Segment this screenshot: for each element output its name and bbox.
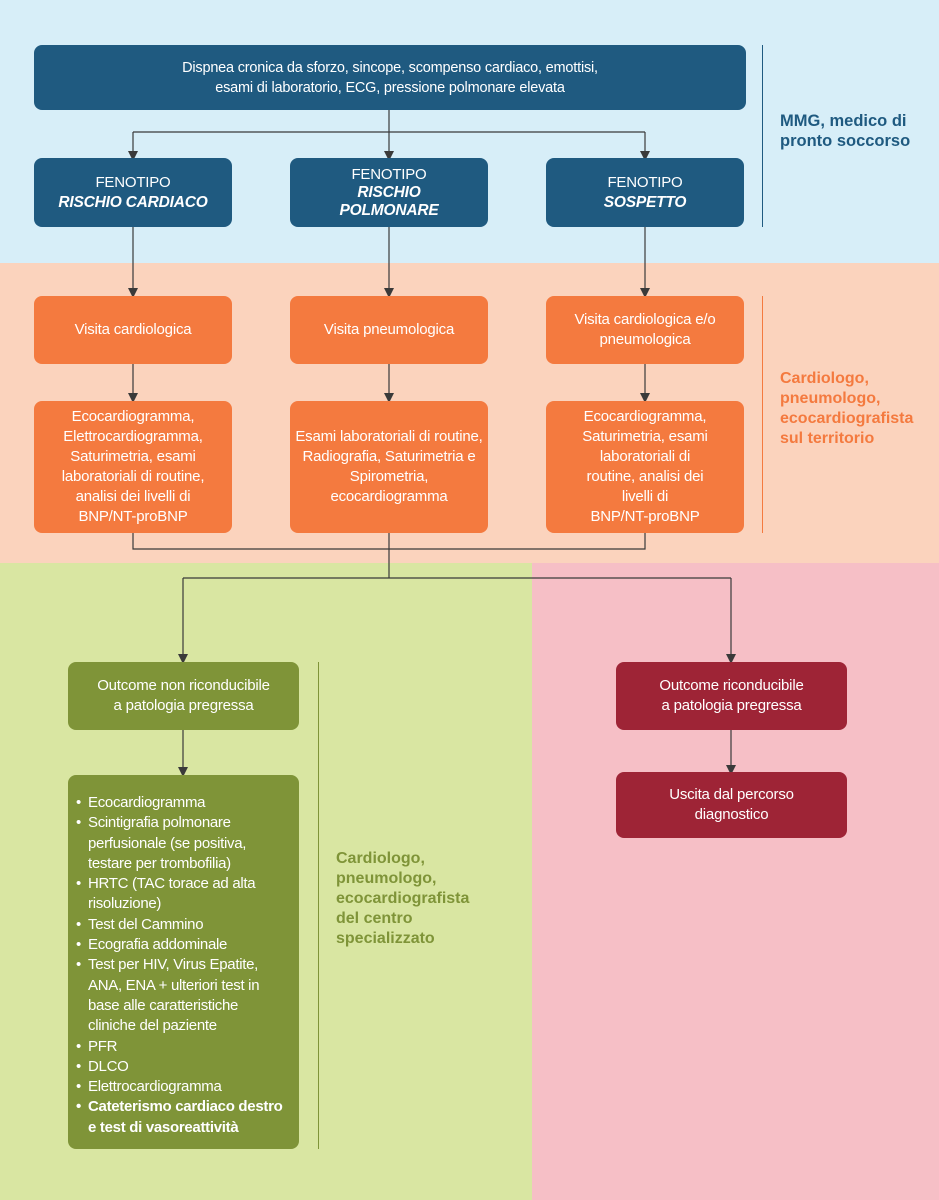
outcome-line-1: Outcome non riconducibile	[97, 677, 270, 694]
label-territory-line-3: ecocardiografista	[780, 410, 914, 427]
label-territory-line-4: sul territorio	[780, 430, 875, 447]
label-territory: Cardiologo, pneumologo, ecocardiografist…	[780, 369, 913, 449]
exam-line: routine, analisi dei	[586, 468, 704, 485]
test-item: Elettrocardiogramma	[76, 1077, 291, 1098]
label-specialized-line-3: ecocardiografista	[336, 890, 470, 907]
exit-line-2: diagnostico	[694, 806, 769, 823]
exams-cardiaco: Ecocardiogramma, Elettrocardiogramma, Sa…	[34, 401, 232, 533]
exams-sospetto: Ecocardiogramma, Saturimetria, esami lab…	[546, 401, 744, 533]
outcome-non-riconducibile: Outcome non riconducibile a patologia pr…	[68, 662, 299, 730]
visit-line: Visita pneumologica	[323, 321, 455, 338]
outcome-line-2: a patologia pregressa	[113, 697, 254, 714]
exam-line: laboratoriali di	[599, 448, 691, 465]
exit-line-1: Uscita dal percorso	[669, 786, 794, 803]
phenotype-name: RISCHIO CARDIACO	[58, 193, 208, 211]
exam-line: Ecocardiogramma,	[71, 408, 195, 425]
exam-line: BNP/NT-proBNP	[590, 508, 700, 525]
visit-line: Visita cardiologica	[74, 321, 192, 338]
phenotype-name-line-2: POLMONARE	[339, 201, 439, 219]
outcome-line-1: Outcome riconducibile	[659, 677, 804, 694]
divider-territory	[762, 296, 763, 533]
exam-line: laboratoriali di routine,	[61, 468, 205, 485]
tests-list: Ecocardiogramma Scintigrafia polmonarepe…	[76, 793, 291, 1138]
test-item: Test del Cammino	[76, 915, 291, 936]
visit-pneumologica: Visita pneumologica	[290, 296, 488, 364]
exam-line: Spirometria,	[349, 468, 429, 485]
exam-line: ecocardiogramma	[330, 488, 448, 505]
symptoms-box: Dispnea cronica da sforzo, sincope, scom…	[34, 45, 746, 110]
visit-cardiologica: Visita cardiologica	[34, 296, 232, 364]
exam-line: analisi dei livelli di	[75, 488, 191, 505]
label-specialized-line-2: pneumologo,	[336, 870, 437, 887]
outcome-riconducibile: Outcome riconducibile a patologia pregre…	[616, 662, 847, 730]
label-mmg-line-2: pronto soccorso	[780, 132, 911, 150]
exam-line: Saturimetria, esami	[582, 428, 708, 445]
exam-line: livelli di	[621, 488, 669, 505]
phenotype-rischio-cardiaco: FENOTIPO RISCHIO CARDIACO	[34, 158, 232, 227]
phenotype-rischio-polmonare: FENOTIPO RISCHIO POLMONARE	[290, 158, 488, 227]
phenotype-name-line-1: RISCHIO	[357, 183, 421, 201]
test-item: Test per HIV, Virus Epatite,ANA, ENA + u…	[76, 955, 291, 1036]
test-item: Ecocardiogramma	[76, 793, 291, 814]
outcome-line-2: a patologia pregressa	[661, 697, 802, 714]
exam-line: Esami laboratoriali di routine,	[295, 428, 483, 445]
label-mmg: MMG, medico di pronto soccorso	[780, 111, 910, 151]
divider-mmg	[762, 45, 763, 227]
visit-cardio-pneumologica: Visita cardiologica e/o pneumologica	[546, 296, 744, 364]
phenotype-sospetto: FENOTIPO SOSPETTO	[546, 158, 744, 227]
exam-line: Saturimetria, esami	[70, 448, 196, 465]
exam-line: Ecocardiogramma,	[583, 408, 707, 425]
label-specialized-line-1: Cardiologo,	[336, 850, 425, 867]
exam-line: BNP/NT-proBNP	[78, 508, 188, 525]
label-specialized: Cardiologo, pneumologo, ecocardiografist…	[336, 849, 469, 949]
specialized-tests-list: Ecocardiogramma Scintigrafia polmonarepe…	[68, 775, 299, 1149]
symptoms-line-2: esami di laboratorio, ECG, pressione pol…	[215, 79, 565, 96]
phenotype-name: SOSPETTO	[603, 193, 687, 211]
test-item: DLCO	[76, 1057, 291, 1078]
divider-specialized	[318, 662, 319, 1149]
visit-line-2: pneumologica	[599, 331, 691, 348]
exam-line: Elettrocardiogramma,	[63, 428, 203, 445]
exit-box: Uscita dal percorso diagnostico	[616, 772, 847, 838]
exams-polmonare: Esami laboratoriali di routine, Radiogra…	[290, 401, 488, 533]
symptoms-line-1: Dispnea cronica da sforzo, sincope, scom…	[182, 59, 598, 76]
label-specialized-line-5: specializzato	[336, 930, 435, 947]
phenotype-title: FENOTIPO	[607, 173, 683, 191]
exam-line: Radiografia, Saturimetria e	[302, 448, 476, 465]
test-item: PFR	[76, 1037, 291, 1058]
label-specialized-line-4: del centro	[336, 910, 413, 927]
label-mmg-line-1: MMG, medico di	[780, 112, 907, 130]
phenotype-title: FENOTIPO	[95, 173, 171, 191]
visit-line-1: Visita cardiologica e/o	[574, 311, 716, 328]
label-territory-line-1: Cardiologo,	[780, 370, 869, 387]
phenotype-title: FENOTIPO	[351, 165, 427, 183]
test-item: Ecografia addominale	[76, 935, 291, 956]
label-territory-line-2: pneumologo,	[780, 390, 881, 407]
